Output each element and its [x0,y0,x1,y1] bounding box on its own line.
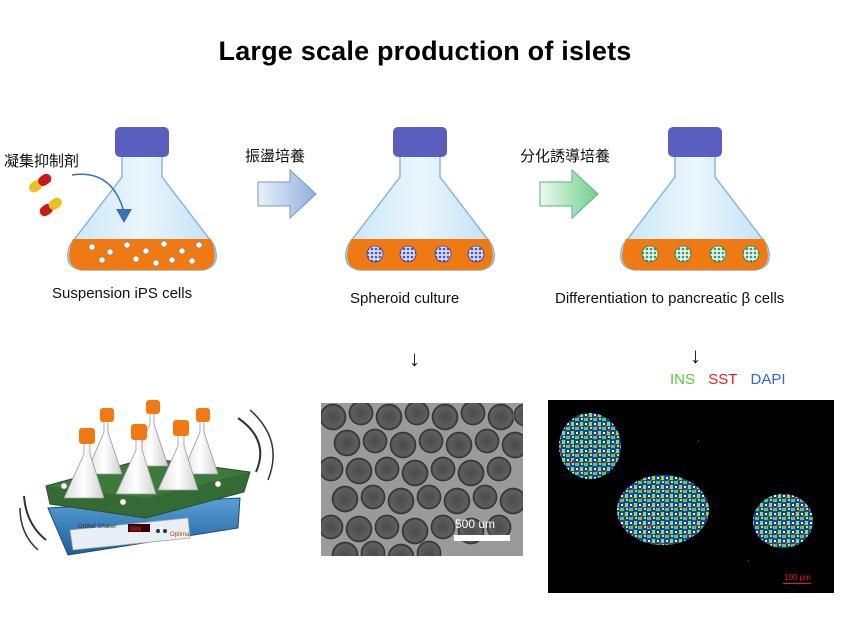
dose-curve [71,173,125,213]
spheroids [366,245,485,263]
stain-legend: INS SST DAPI [670,371,795,388]
shake-culture-label: 振盪培養 [245,147,306,165]
flask-cap [393,127,447,157]
shaker-logo: Optima [170,532,190,538]
process-arrow-blue [257,168,317,220]
islet-spheroids [641,245,760,263]
ips-cells [88,240,203,267]
inhibitor-label: 凝集抑制剤 [4,152,80,170]
islet-cluster [559,413,621,479]
legend-dapi: DAPI [750,371,786,388]
spheroid-micrograph: 500 um [321,403,523,556]
suspension-flask [67,127,217,271]
page-title: Large scale production of islets [218,36,632,66]
flask-cap [115,127,169,157]
motion-arc-right [237,417,262,473]
motion-arc-left [23,495,47,541]
shaker-brand: Orbital Shaker [78,524,116,530]
fluorescence-scale-bar [783,583,811,584]
islet-cluster [753,494,813,548]
medium-liquid [622,239,768,270]
micrograph-scale-label: 500 um [455,517,496,531]
medium-liquid [69,239,215,270]
svg-text:888: 888 [130,526,141,533]
down-arrow-spheroid: ↓ [409,346,420,371]
induction-culture-label: 分化誘導培養 [520,147,611,165]
display-panel [128,524,150,532]
spheroid-flask [345,127,495,271]
dose-arrow-head [116,209,132,223]
capsule-pills-icon [29,173,62,217]
fluorescence-image: 100 μm [548,400,834,593]
differentiation-flask [620,127,770,271]
islet-cluster [617,475,709,545]
caption-suspension: Suspension iPS cells [52,285,193,302]
process-arrow-green [539,168,599,220]
flask-cap [668,127,722,157]
legend-sst: SST [708,371,738,388]
medium-liquid [347,239,493,270]
orbital-shaker-illustration: Orbital Shaker 888 Optima [19,400,274,556]
down-arrow-differentiation: ↓ [690,343,701,368]
legend-ins: INS [670,371,696,388]
mini-flasks [63,400,219,499]
caption-spheroid: Spheroid culture [350,290,460,307]
micrograph-scale-bar [454,535,510,541]
fluorescence-scale-label: 100 μm [784,573,811,582]
caption-differentiation: Differentiation to pancreatic β cells [555,290,785,307]
control-panel [69,517,191,551]
